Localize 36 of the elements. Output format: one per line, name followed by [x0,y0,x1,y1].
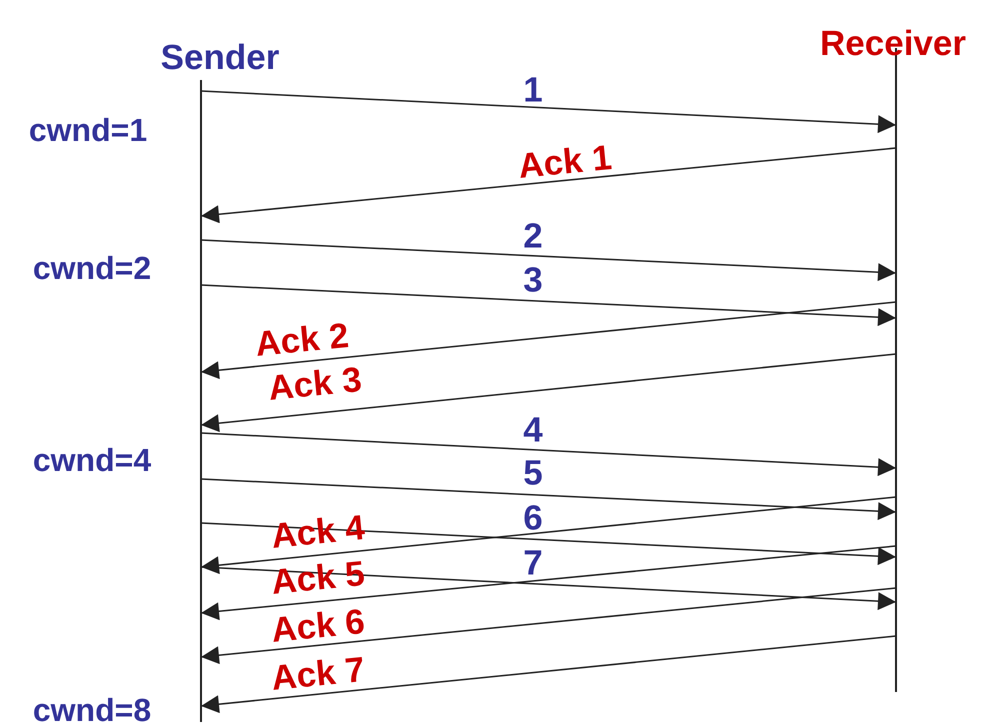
edge-label: Ack 3 [266,362,364,406]
message-arrow [200,545,896,620]
edge-label: 6 [523,500,543,536]
edge-label: 4 [523,412,543,448]
edge-label: Ack 7 [270,652,366,696]
window-size-label: cwnd=2 [32,252,152,284]
edge-label: 2 [523,218,543,254]
edge-label: Ack 5 [270,556,366,600]
message-arrow [200,496,896,574]
message-arrow [200,478,896,520]
message-arrow [200,301,896,380]
message-arrow [200,566,896,610]
window-size-label: cwnd=1 [28,114,148,146]
participant-name: Sender [160,40,280,75]
edge-label: Ack 2 [254,318,350,362]
message-arrow [200,432,896,476]
message-arrow [200,239,896,282]
edge-label: 3 [523,262,543,298]
edge-label: Ack 6 [270,604,366,648]
window-size-label: cwnd=8 [32,694,152,726]
message-arrow [200,587,896,664]
edge-label: Ack 4 [270,510,366,554]
message-arrow [200,147,896,224]
edge-label: 7 [523,546,543,580]
message-arrow [200,522,896,566]
message-arrow [200,635,896,714]
edge-label: 5 [523,456,543,490]
participant-name: Receiver [820,26,966,61]
edge-label: Ack 1 [516,140,614,184]
edge-label: 1 [523,72,543,108]
lifeline [895,48,897,692]
window-size-label: cwnd=4 [32,444,152,476]
message-arrow [200,353,896,432]
message-arrow [200,284,896,326]
lifeline [200,80,202,722]
message-arrow [200,90,896,134]
